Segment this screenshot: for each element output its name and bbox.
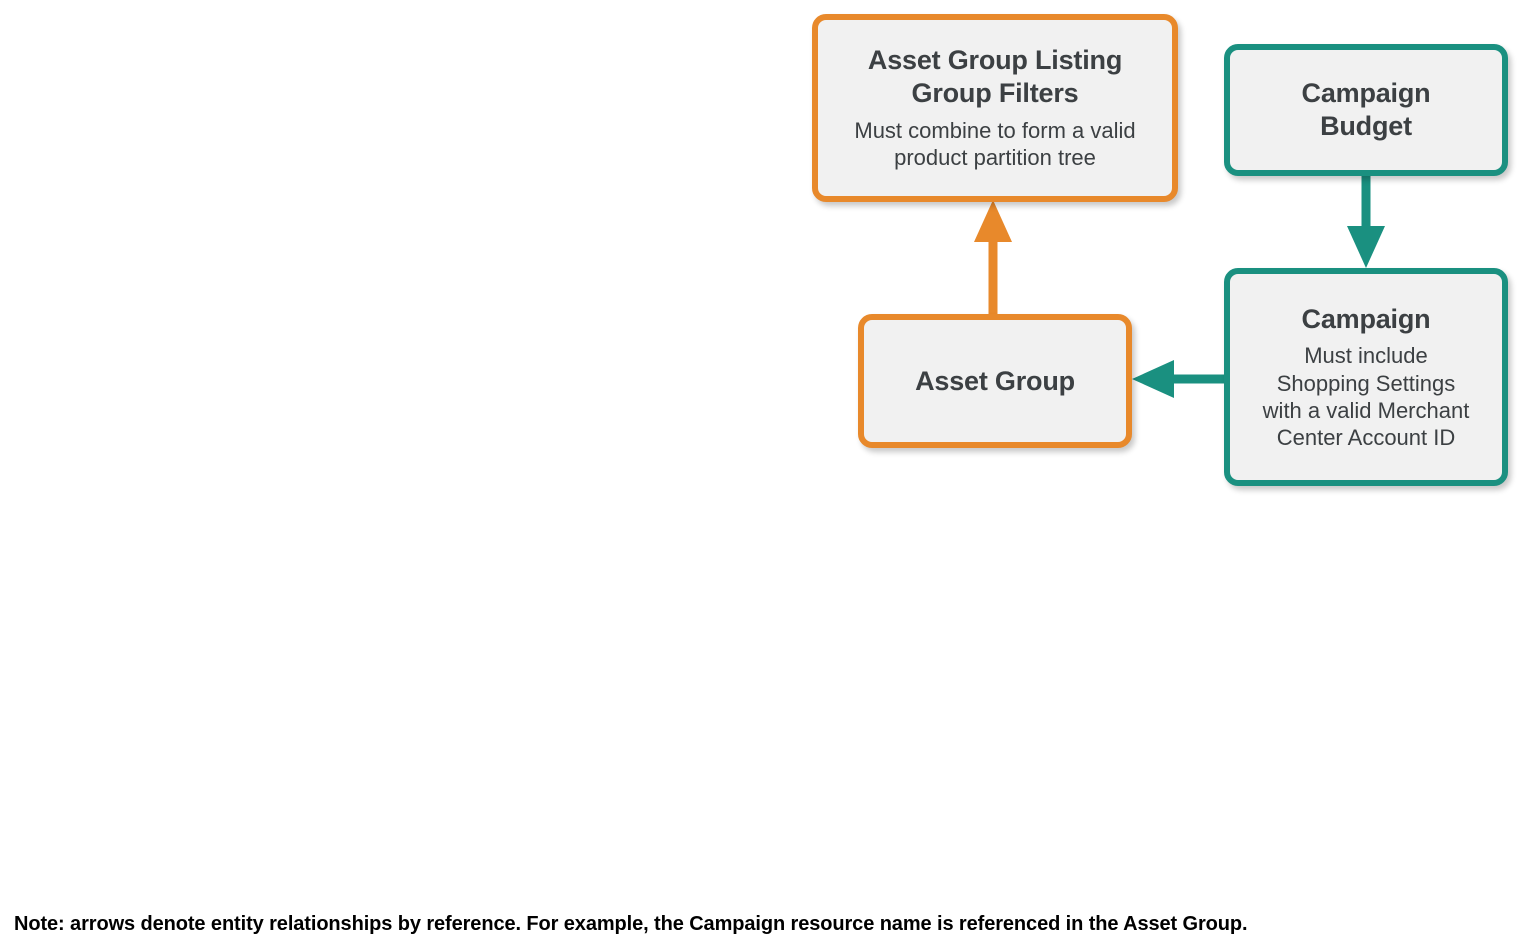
edge-campaign-budget-to-campaign (1347, 176, 1385, 268)
node-subtitle: Must include Shopping Settings with a va… (1262, 343, 1470, 451)
node-title: Campaign Budget (1301, 78, 1431, 141)
node-asset-group-listing-group-filters[interactable]: Asset Group Listing Group Filters Must c… (812, 14, 1178, 202)
node-title: Campaign (1301, 303, 1431, 334)
node-campaign-budget[interactable]: Campaign Budget (1224, 44, 1508, 176)
edge-campaign-to-asset-group (1132, 360, 1224, 398)
node-subtitle: Must combine to form a valid product par… (854, 118, 1136, 171)
edge-asset-group-to-listing-group-filters (974, 200, 1012, 316)
node-title: Asset Group (915, 365, 1075, 396)
diagram-note: Note: arrows denote entity relationships… (14, 913, 1248, 935)
node-campaign[interactable]: Campaign Must include Shopping Settings … (1224, 268, 1508, 486)
node-asset-group[interactable]: Asset Group (858, 314, 1132, 448)
node-title: Asset Group Listing Group Filters (867, 45, 1123, 109)
